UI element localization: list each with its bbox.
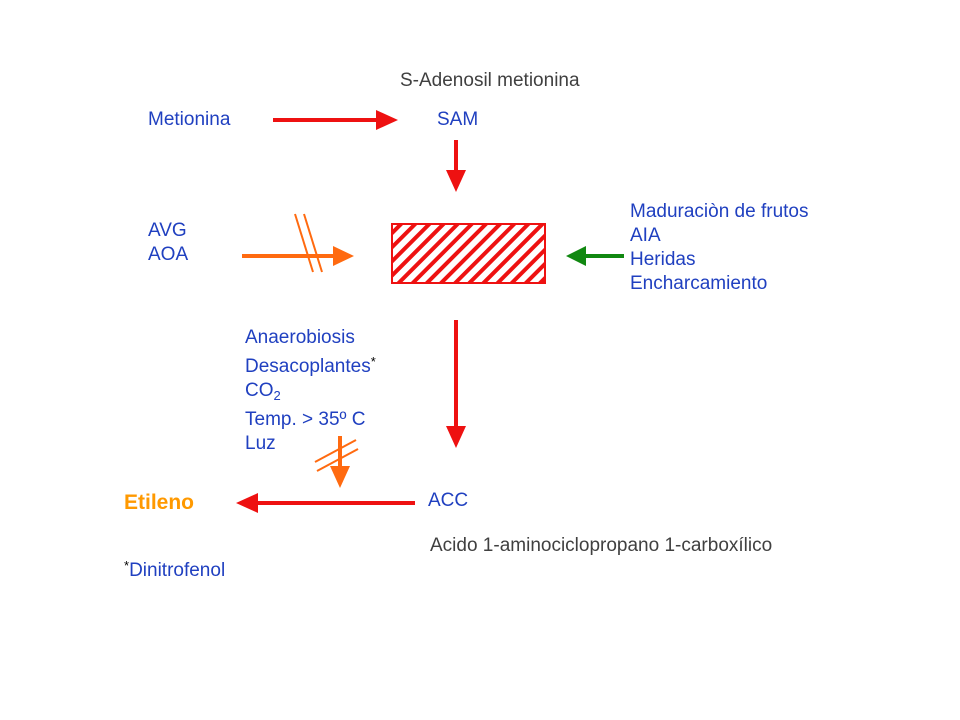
inhibitors-lower-list: Anaerobiosis Desacoplantes* CO2 Temp. > … bbox=[245, 326, 376, 456]
sam-label: SAM bbox=[437, 109, 479, 130]
promoter-maduracion: Maduraciòn de frutos bbox=[630, 201, 809, 222]
inhibitor-avg: AVG bbox=[148, 220, 187, 241]
inhibitor-desacoplantes: Desacoplantes* bbox=[245, 354, 376, 377]
acc-label: ACC bbox=[428, 490, 469, 511]
block-mark-lower bbox=[314, 439, 359, 472]
inhibitor-anaerobiosis: Anaerobiosis bbox=[245, 327, 355, 348]
arrow-promoters bbox=[566, 246, 624, 266]
arrow-acc-to-etileno bbox=[236, 493, 415, 513]
promoter-heridas: Heridas bbox=[630, 249, 696, 270]
inhibitor-luz: Luz bbox=[245, 433, 276, 454]
arrow-metionina-to-sam bbox=[273, 110, 398, 130]
metionina-label: Metionina bbox=[148, 109, 231, 130]
arrow-avg-aoa-inhibition bbox=[242, 246, 354, 266]
asterisk-mark: * bbox=[370, 354, 376, 369]
inhibitors-left-list: AVG AOA bbox=[148, 219, 188, 267]
arrow-box-to-acc bbox=[446, 320, 466, 448]
inhibitor-co2: CO2 bbox=[245, 380, 281, 403]
hatched-enzyme-box bbox=[391, 223, 546, 284]
block-mark-upper bbox=[294, 213, 323, 273]
inhibitor-temp: Temp. > 35º C bbox=[245, 409, 366, 430]
promoter-encharcamiento: Encharcamiento bbox=[630, 273, 768, 294]
promoter-aia: AIA bbox=[630, 225, 661, 246]
inhibitor-aoa: AOA bbox=[148, 244, 189, 265]
asterisk-footnote: * bbox=[124, 558, 130, 573]
etileno-label: Etileno bbox=[124, 491, 195, 514]
acc-full-name: Acido 1-aminociclopropano 1-carboxílico bbox=[430, 535, 773, 556]
arrow-sam-to-box bbox=[446, 140, 466, 192]
promoters-right-list: Maduraciòn de frutos AIA Heridas Encharc… bbox=[630, 200, 809, 296]
sam-full-name: S-Adenosil metionina bbox=[400, 70, 580, 91]
arrow-lower-inhibition bbox=[330, 436, 350, 488]
dinitrofenol-note: *Dinitrofenol bbox=[124, 558, 226, 581]
